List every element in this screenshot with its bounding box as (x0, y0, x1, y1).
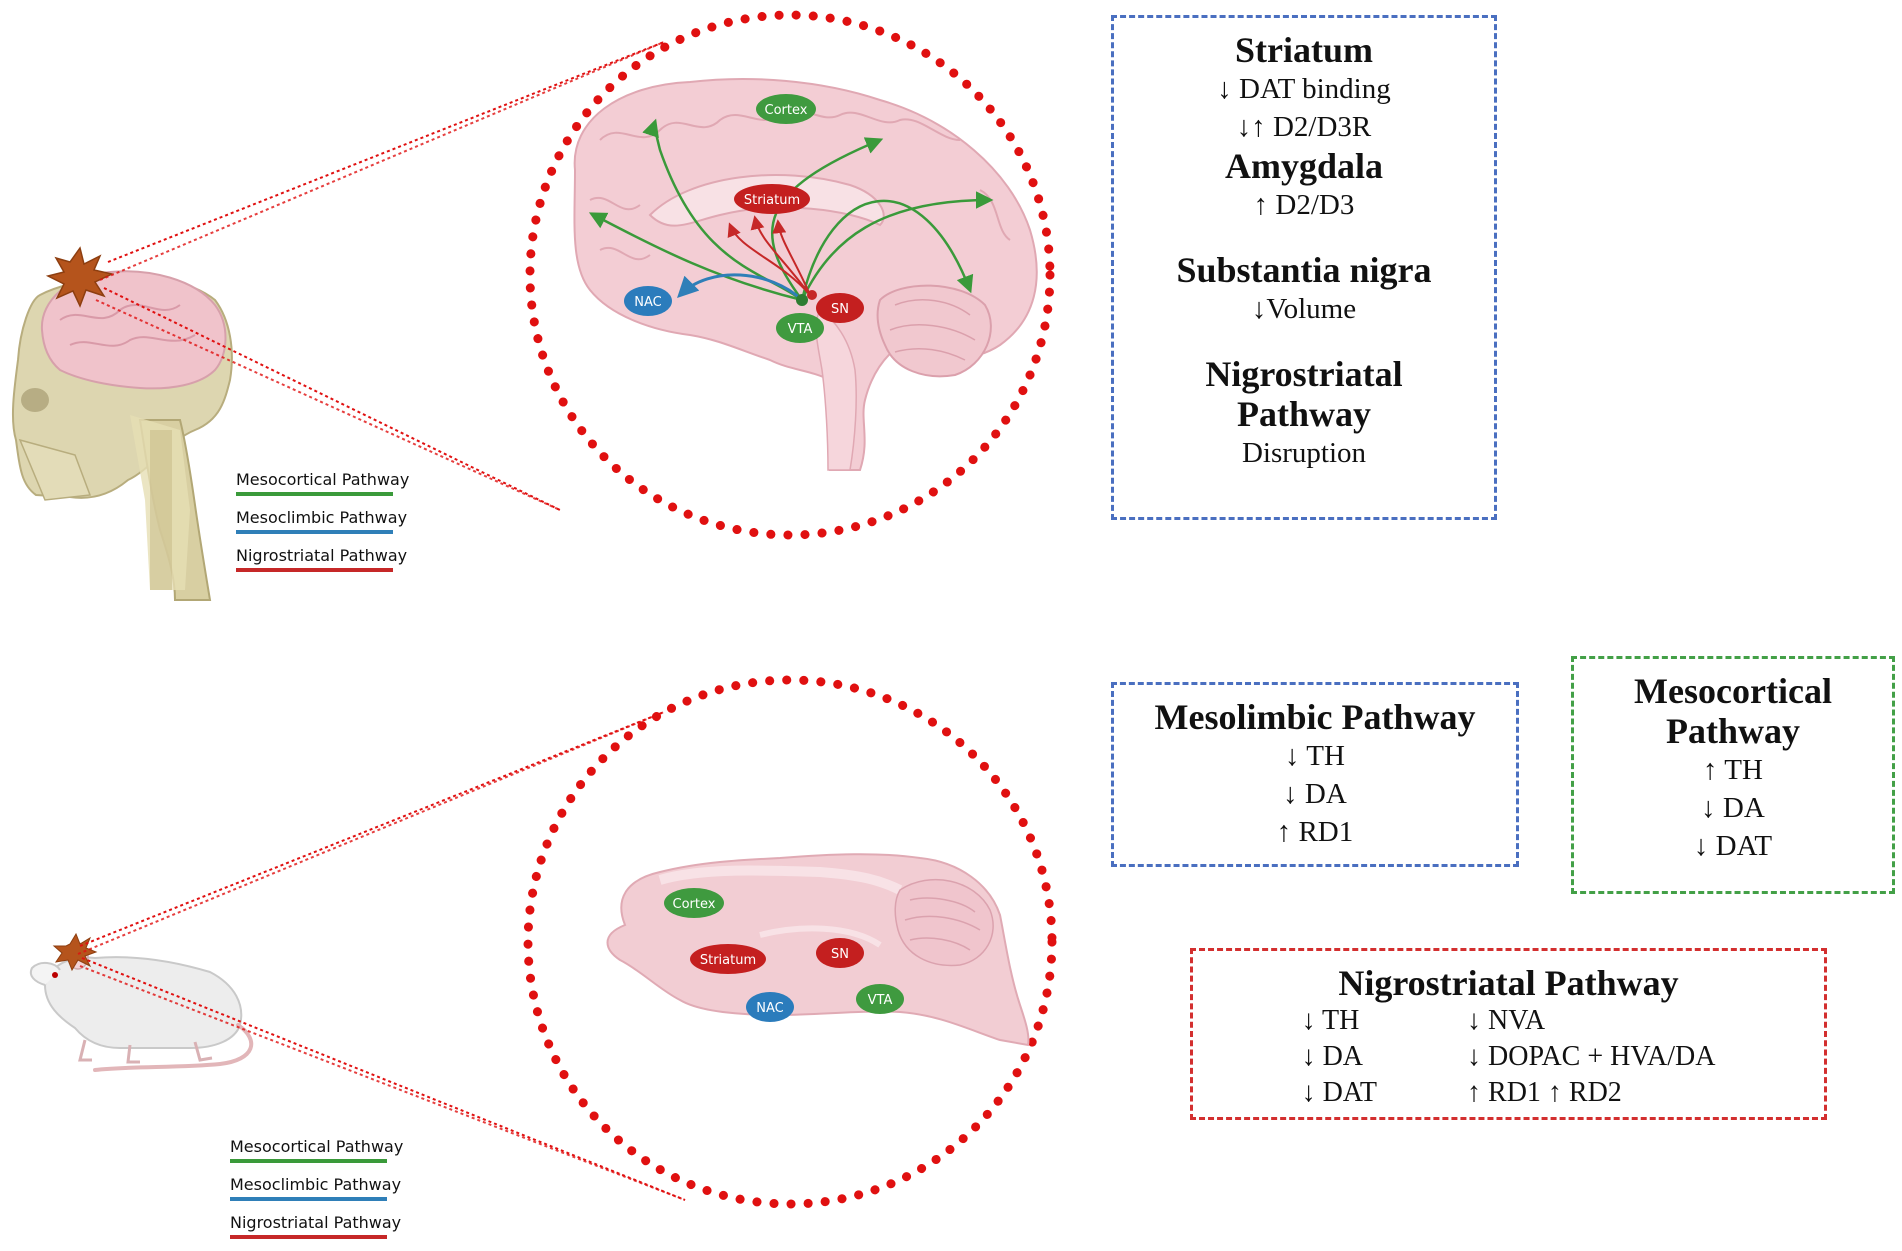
legend-label: Mesoclimbic Pathway (230, 1175, 402, 1194)
label-sn: SN (816, 293, 864, 323)
rat-zoom-line-bottom (81, 957, 686, 1201)
mesocortical-path-parietal (800, 191, 994, 301)
svg-text:Cortex: Cortex (765, 103, 808, 118)
rat-illustration (29, 932, 254, 1072)
human-illustration (11, 246, 233, 601)
legend-swatch-blue (230, 1197, 387, 1201)
amygdala-finding-1: ↑ D2/D3 (1253, 189, 1355, 221)
zoom-line-bottom (103, 287, 561, 511)
striatum-heading: Striatum (1235, 30, 1373, 70)
svg-text:VTA: VTA (788, 322, 813, 337)
zoom-line-bottom-2 (95, 299, 561, 511)
legend-label: Nigrostriatal Pathway (230, 1213, 402, 1232)
legend-swatch-green (236, 492, 393, 496)
rat-label-cortex: Cortex (664, 888, 724, 918)
rat-mesocortical-box: Mesocortical Pathway ↑ TH ↓ DA ↓ DAT (1571, 656, 1895, 894)
mesolimbic-finding-2: ↓ DA (1283, 778, 1347, 810)
mesocortical-path-prefrontal (588, 212, 803, 302)
legend-swatch-red (236, 568, 393, 572)
svg-text:Cortex: Cortex (673, 897, 716, 912)
rat-mesolimbic-box: Mesolimbic Pathway ↓ TH ↓ DA ↑ RD1 (1111, 682, 1519, 867)
rat-nigrostriatal-heading: Nigrostriatal Pathway (1338, 963, 1679, 1003)
nigrostriatal-path-2 (750, 215, 811, 296)
nigrostriatal-findings-columns: ↓ TH ↓ DA ↓ DAT ↓ NVA ↓ DOPAC + HVA/DA ↑… (1193, 1003, 1824, 1111)
svg-text:SN: SN (831, 947, 849, 962)
legend-label: Mesoclimbic Pathway (236, 508, 408, 527)
human-findings-box: Striatum ↓ DAT binding ↓↑ D2/D3R Amygdal… (1111, 15, 1497, 520)
rat-region-labels: Cortex Striatum SN NAC VTA (664, 888, 904, 1022)
nigrostriatal-left-3: ↓ DAT (1301, 1077, 1378, 1108)
nigrostriatal-right-column: ↓ NVA ↓ DOPAC + HVA/DA ↑ RD1 ↑ RD2 (1467, 1003, 1715, 1111)
rat-label-sn: SN (816, 938, 864, 968)
nigrostriatal-right-3: ↑ RD1 ↑ RD2 (1467, 1077, 1622, 1108)
striatum-finding-1: ↓ DAT binding (1217, 73, 1391, 105)
rat-zoom-line-top-2 (77, 711, 665, 955)
svg-text:NAC: NAC (756, 1001, 783, 1016)
nigrostriatal-path-1 (727, 222, 811, 296)
rat-zoom-line-bottom-2 (79, 965, 686, 1201)
rat-label-nac: NAC (746, 992, 794, 1022)
svg-text:VTA: VTA (868, 993, 893, 1008)
mesocortical-heading-1: Mesocortical (1634, 671, 1832, 711)
mesolimbic-finding-3: ↑ RD1 (1276, 816, 1354, 848)
rat-label-striatum: Striatum (690, 944, 766, 974)
human-region-labels: Cortex Striatum NAC VTA SN (624, 94, 864, 343)
nigrostriatal-right-1: ↓ NVA (1467, 1005, 1546, 1036)
rat-label-vta: VTA (856, 984, 904, 1014)
mesolimbic-path (677, 273, 804, 302)
nigrostriatal-left-1: ↓ TH (1301, 1005, 1360, 1036)
label-nac: NAC (624, 286, 672, 316)
rat-nigrostriatal-box: Nigrostriatal Pathway ↓ TH ↓ DA ↓ DAT ↓ … (1190, 948, 1827, 1120)
nigrostriatal-finding-1: Disruption (1241, 437, 1367, 469)
rat-zoom-circle (523, 675, 1057, 1209)
legend-swatch-green (230, 1159, 387, 1163)
legend-label: Nigrostriatal Pathway (236, 546, 408, 565)
mesocortical-finding-3: ↓ DAT (1693, 830, 1773, 862)
amygdala-heading: Amygdala (1224, 146, 1383, 186)
human-zoom-circle (525, 10, 1055, 540)
nigrostriatal-heading-1: Nigrostriatal (1205, 354, 1403, 394)
label-vta: VTA (776, 313, 824, 343)
striatum-finding-2: ↓↑ D2/D3R (1236, 111, 1372, 143)
rat-zoom-line-top (79, 711, 665, 947)
mesolimbic-finding-1: ↓ TH (1285, 740, 1345, 772)
nigrostriatal-heading-2: Pathway (1237, 394, 1371, 434)
mesocortical-path-occipital (800, 199, 974, 301)
label-striatum: Striatum (734, 184, 810, 214)
substantia-nigra-heading: Substantia nigra (1176, 250, 1432, 290)
nigrostriatal-right-2: ↓ DOPAC + HVA/DA (1467, 1041, 1716, 1072)
legend-label: Mesocortical Pathway (236, 470, 410, 489)
legend-label: Mesocortical Pathway (230, 1137, 404, 1156)
nigrostriatal-left-column: ↓ TH ↓ DA ↓ DAT (1302, 1003, 1377, 1111)
mesocortical-heading-2: Pathway (1666, 711, 1800, 751)
legend-swatch-blue (236, 530, 393, 534)
svg-text:Striatum: Striatum (700, 953, 756, 968)
human-brain-sagittal (573, 78, 1038, 471)
mesolimbic-heading: Mesolimbic Pathway (1154, 697, 1476, 737)
svg-text:Striatum: Striatum (744, 193, 800, 208)
nigrostriatal-path-3 (772, 219, 811, 296)
nigrostriatal-left-2: ↓ DA (1301, 1041, 1364, 1072)
svg-text:NAC: NAC (634, 295, 661, 310)
zoom-line-top-2 (99, 41, 665, 281)
mesocortical-finding-2: ↓ DA (1701, 792, 1765, 824)
svg-text:SN: SN (831, 302, 849, 317)
substantia-nigra-finding-1: ↓Volume (1251, 293, 1357, 325)
label-cortex: Cortex (756, 94, 816, 124)
legend-swatch-red (230, 1235, 387, 1239)
mesocortical-finding-1: ↑ TH (1703, 754, 1763, 786)
zoom-line-top (107, 41, 665, 263)
